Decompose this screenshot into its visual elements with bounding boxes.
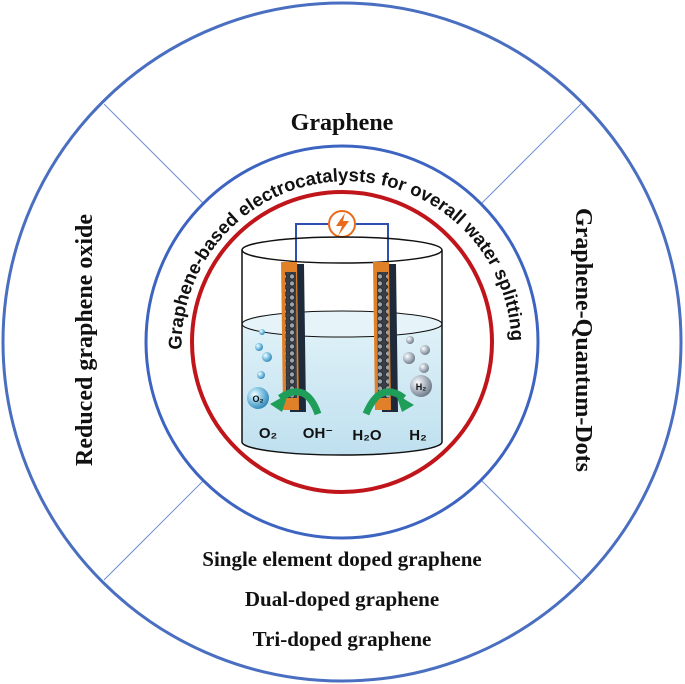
bubble-icon <box>406 336 414 344</box>
bubble-icon <box>410 375 432 397</box>
bubble-icon <box>262 352 272 362</box>
right-eq-product: H₂ <box>409 427 427 444</box>
water-surface <box>241 310 443 338</box>
circuit-wires <box>295 223 389 262</box>
bubble-icon <box>255 343 263 351</box>
bubble-icon <box>257 371 265 379</box>
segment-dividers <box>103 103 582 581</box>
left-electrode <box>281 262 306 412</box>
electrolysis-cell: O₂ H₂ O₂ OH⁻ H₂O H₂ <box>241 210 443 456</box>
segment-top-label: Graphene <box>291 110 394 136</box>
lightning-icon <box>336 213 349 236</box>
right-electrode <box>373 262 398 412</box>
segment-bottom-line-3: Tri-doped graphene <box>253 627 432 651</box>
segment-bottom-line-1: Single element doped graphene <box>202 547 481 571</box>
curved-arrow-icon <box>278 388 322 416</box>
bubble-icon <box>247 387 269 409</box>
curved-arrow-icon <box>362 388 407 416</box>
right-bubble-label: H₂ <box>416 382 427 392</box>
left-eq-reactant: OH⁻ <box>303 425 333 442</box>
bubble-icon <box>420 345 430 355</box>
curved-arrow-icon <box>270 394 288 412</box>
segment-left-label: Reduced graphene oxide <box>72 214 98 466</box>
left-eq-product: O₂ <box>259 425 277 442</box>
right-bubbles <box>403 336 432 397</box>
segment-bottom-line-2: Dual-doped graphene <box>245 587 439 611</box>
segment-right-label: Graphene-Quantum-Dots <box>570 208 596 472</box>
bubble-icon <box>419 363 429 373</box>
right-eq-reactant: H₂O <box>352 427 381 444</box>
bubble-icon <box>259 329 265 335</box>
left-bubbles <box>247 329 272 409</box>
left-bubble-label: O₂ <box>253 394 264 404</box>
curved-arrow-icon <box>396 394 414 412</box>
bubble-icon <box>403 352 415 364</box>
